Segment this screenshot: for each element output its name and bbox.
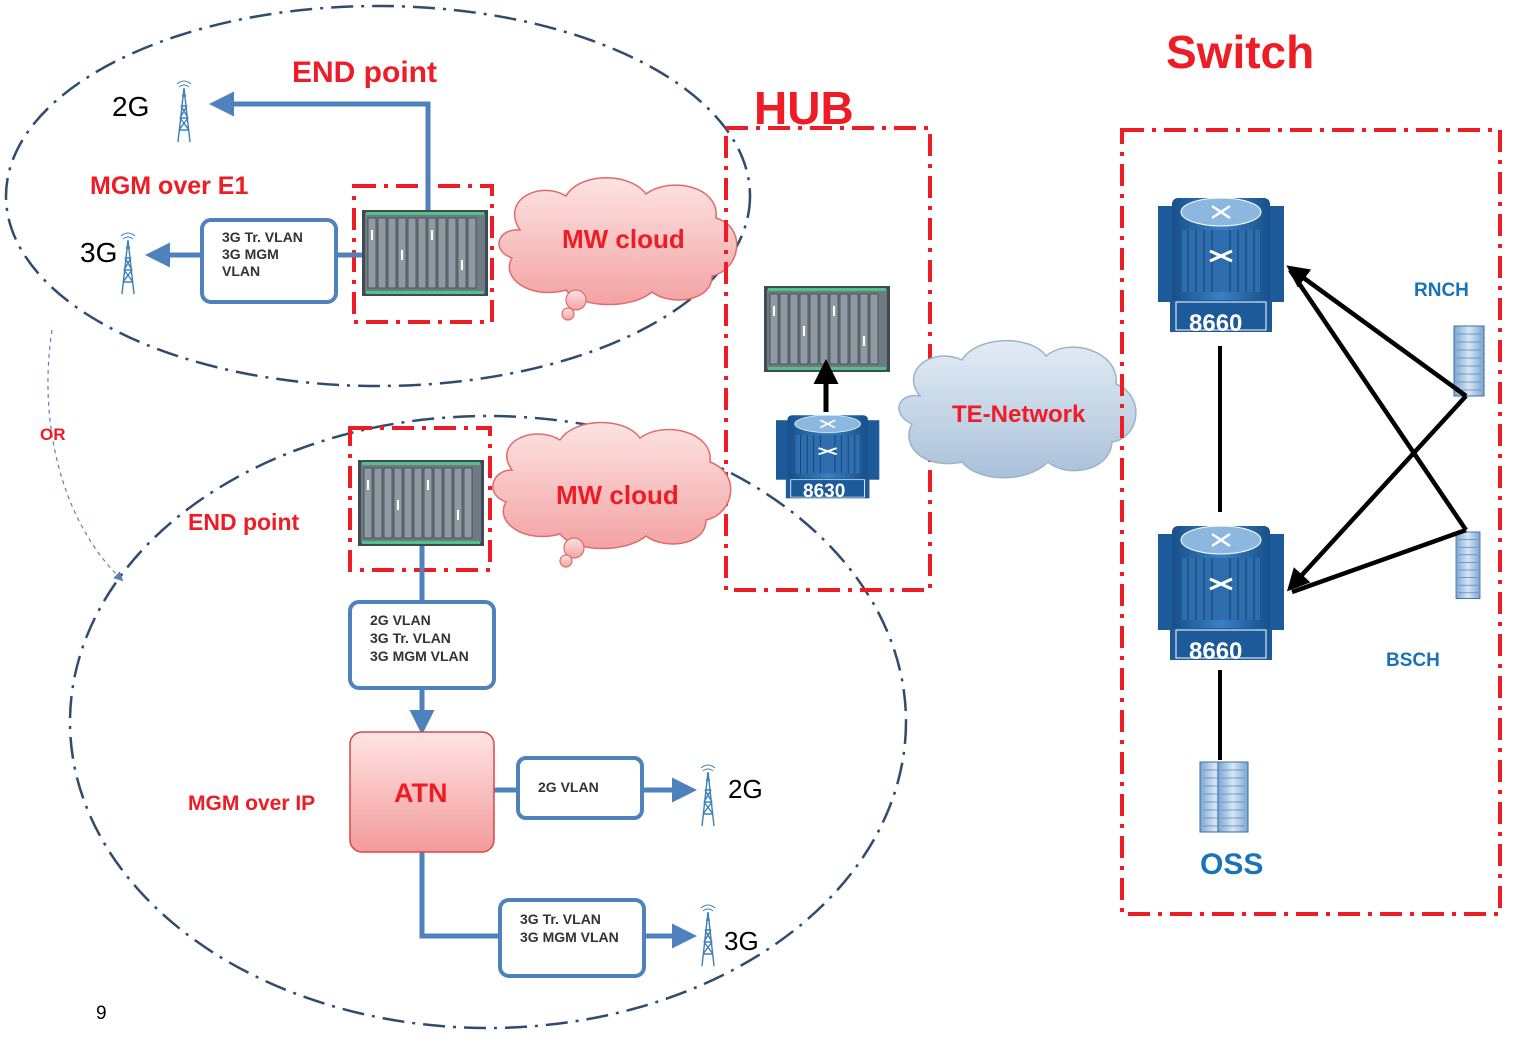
top-end-point-label: END point <box>292 56 437 89</box>
top-endpoint-zone <box>4 4 752 388</box>
te-network-cloud <box>898 339 1137 479</box>
top-mgm-label: MGM over E1 <box>90 172 248 200</box>
router-top-label: 8660 <box>1189 310 1242 337</box>
atn-label: ATN <box>394 778 448 808</box>
top-mw-cloud <box>498 177 738 321</box>
hub-label: HUB <box>754 82 854 134</box>
te-network-label: TE-Network <box>952 401 1086 428</box>
top-site-2g: 2G <box>112 91 149 122</box>
bottom-2g-vlan-text: 2G VLAN <box>538 779 599 795</box>
page-number: 9 <box>96 1003 107 1024</box>
router-bottom-label: 8660 <box>1189 638 1242 665</box>
bottom-2g-vlan-box <box>516 756 644 820</box>
bsch-server-icon <box>1455 531 1481 599</box>
or-label: OR <box>40 425 66 444</box>
bsch-to-router-top <box>1288 268 1468 532</box>
atn-box <box>349 731 495 853</box>
bottom-site-2g: 2G <box>728 774 763 804</box>
rnch-to-router-top <box>1286 265 1468 398</box>
bottom-vlan-box <box>348 600 496 690</box>
tower-2g-top-icon <box>176 80 192 143</box>
or-connector <box>47 329 124 582</box>
bsch-label: BSCH <box>1386 650 1440 671</box>
bsch-to-router-bottom <box>1291 527 1467 595</box>
tower-2g-bottom-icon <box>700 764 716 827</box>
bottom-3g-vlan-box <box>498 898 646 978</box>
bottom-vlan-line-2: 3G Tr. VLAN <box>370 630 451 646</box>
switch-box <box>1120 128 1502 916</box>
bottom-3g-vlan-line-1: 3G Tr. VLAN <box>520 911 601 927</box>
rnch-server-icon <box>1453 325 1485 397</box>
bottom-site-3g: 3G <box>724 926 759 956</box>
oss-server-icon <box>1199 761 1249 833</box>
rnch-to-router-bottom <box>1286 394 1468 592</box>
rnch-label: RNCH <box>1414 280 1469 301</box>
top-vlan-line-2: 3G MGM <box>222 246 279 262</box>
top-vlan-line-1: 3G Tr. VLAN <box>222 229 303 245</box>
bottom-end-point-label: END point <box>188 509 299 535</box>
top-endpoint-rack-icon <box>361 209 489 297</box>
tower-3g-top-icon <box>120 232 136 295</box>
top-mw-cloud-label: MW cloud <box>562 224 685 254</box>
bottom-mw-cloud <box>492 421 732 568</box>
switch-title: Switch <box>1166 26 1314 78</box>
bottom-vlan-line-3: 3G MGM VLAN <box>370 648 469 664</box>
bottom-3g-vlan-line-2: 3G MGM VLAN <box>520 929 619 945</box>
hub-rack-icon <box>763 285 891 373</box>
tower-3g-bottom-icon <box>700 904 716 967</box>
oss-label: OSS <box>1200 848 1263 881</box>
hub-router-label: 8630 <box>803 481 845 502</box>
top-vlan-box <box>200 218 338 304</box>
top-vlan-line-3: VLAN <box>222 263 260 279</box>
bottom-endpoint-zone <box>68 414 908 1030</box>
top-site-3g: 3G <box>80 237 117 268</box>
top-link-2g <box>209 91 431 210</box>
bottom-mgm-label: MGM over IP <box>188 792 315 815</box>
bottom-endpoint-rack-icon <box>357 459 485 547</box>
bottom-mw-cloud-label: MW cloud <box>556 480 679 510</box>
bottom-vlan-line-1: 2G VLAN <box>370 612 431 628</box>
